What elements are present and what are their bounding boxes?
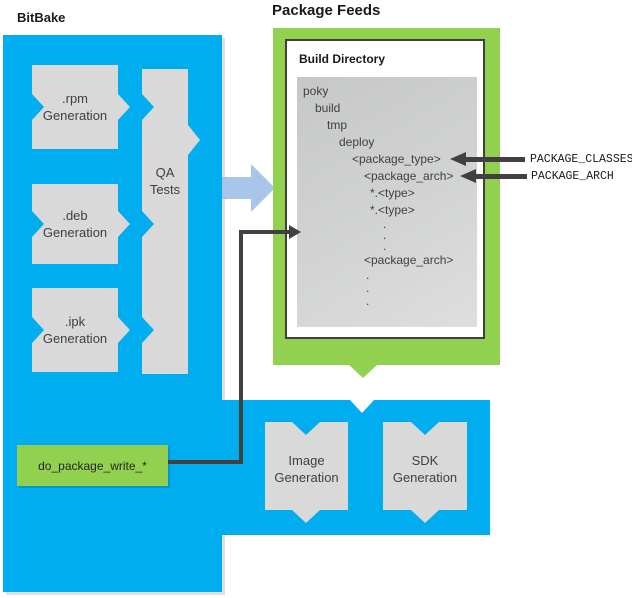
tree-ellipsis-dot: . bbox=[383, 217, 387, 231]
package-classes-arrow-shaft bbox=[466, 157, 525, 162]
package-classes-variable-label: PACKAGE_CLASSES bbox=[530, 153, 632, 166]
tree-item-deploy: deploy bbox=[339, 135, 375, 149]
tree-item-tmp: tmp bbox=[327, 118, 348, 132]
rpm-generation-box: .rpm Generation bbox=[32, 65, 130, 149]
task-connector-horizontal-lower bbox=[168, 460, 243, 464]
deb-generation-box: .deb Generation bbox=[32, 184, 130, 264]
package-arch-arrow-shaft bbox=[476, 174, 527, 179]
image-generation-box: Image Generation bbox=[265, 422, 348, 523]
package-classes-arrow-icon bbox=[450, 152, 466, 166]
ipk-label-line2: Generation bbox=[42, 331, 108, 346]
bitbake-title: BitBake bbox=[17, 10, 66, 25]
task-connector-horizontal-upper bbox=[239, 230, 289, 234]
tree-ellipsis-dot: . bbox=[366, 294, 370, 308]
build-directory-label: Build Directory bbox=[299, 52, 386, 66]
ipk-generation-label: .ipk Generation bbox=[32, 288, 118, 347]
sdk-label-line1: SDK bbox=[411, 453, 439, 468]
tree-item-build: build bbox=[315, 101, 341, 115]
package-arch-arrow-icon bbox=[460, 169, 476, 183]
deb-label-line2: Generation bbox=[42, 225, 108, 240]
rpm-label-line2: Generation bbox=[42, 108, 108, 123]
image-label-line1: Image bbox=[288, 453, 325, 468]
package-feeds-title: Package Feeds bbox=[272, 2, 381, 19]
directory-tree: poky build tmp deploy <package_type> <pa… bbox=[297, 77, 477, 327]
rpm-label-line1: .rpm bbox=[62, 91, 88, 106]
tree-item-type-file: *.<type> bbox=[370, 203, 415, 217]
image-label-line2: Generation bbox=[274, 470, 339, 485]
tree-ellipsis-dot: . bbox=[383, 239, 387, 253]
tree-item-package-arch: <package_arch> bbox=[364, 253, 454, 267]
tree-ellipsis-dot: . bbox=[366, 268, 370, 282]
sdk-label-line2: Generation bbox=[392, 470, 458, 485]
deb-label-line1: .deb bbox=[62, 208, 88, 223]
do-package-write-task-box: do_package_write_* bbox=[17, 445, 168, 486]
package-arch-variable-label: PACKAGE_ARCH bbox=[531, 170, 614, 183]
deb-generation-label: .deb Generation bbox=[32, 184, 118, 241]
sdk-generation-box: SDK Generation bbox=[383, 422, 467, 523]
qa-label-line1: QA bbox=[155, 165, 175, 180]
ipk-generation-box: .ipk Generation bbox=[32, 288, 130, 372]
tree-ellipsis-dot: . bbox=[366, 281, 370, 295]
qa-tests-label: QA Tests bbox=[142, 164, 188, 198]
tree-item-poky: poky bbox=[303, 84, 329, 98]
qa-label-line2: Tests bbox=[149, 182, 181, 197]
flow-arrow-body bbox=[222, 177, 251, 199]
tree-item-type-file: *.<type> bbox=[370, 186, 415, 200]
tree-ellipsis-dot: . bbox=[383, 228, 387, 242]
image-generation-label: Image Generation bbox=[265, 422, 348, 486]
rpm-generation-label: .rpm Generation bbox=[32, 65, 118, 124]
ipk-label-line1: .ipk bbox=[64, 314, 86, 329]
task-connector-arrow-icon bbox=[289, 225, 301, 239]
task-connector-vertical bbox=[239, 230, 243, 464]
tree-item-package-type: <package_type> bbox=[352, 152, 441, 166]
flow-arrow-icon bbox=[251, 164, 275, 212]
sdk-generation-label: SDK Generation bbox=[383, 422, 467, 486]
tree-item-package-arch: <package_arch> bbox=[364, 169, 454, 183]
